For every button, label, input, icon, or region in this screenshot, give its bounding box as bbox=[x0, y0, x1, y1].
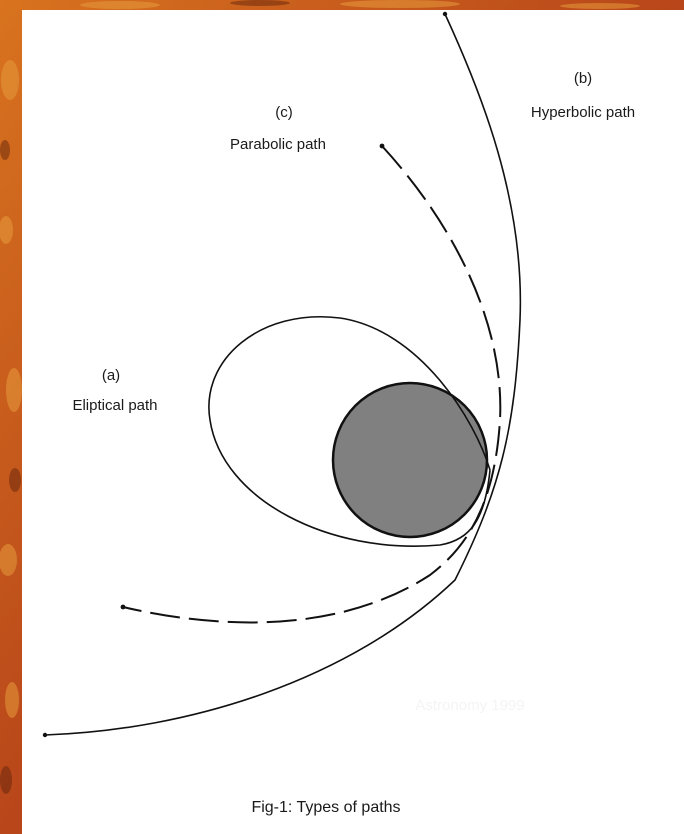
hyperbolic-path-end-dot bbox=[43, 733, 47, 737]
parabolic-path-start-dot bbox=[380, 144, 385, 149]
figure-caption: Fig-1: Types of paths bbox=[251, 799, 400, 816]
figure-panel: (b) Hyperbolic path (c) Parabolic path (… bbox=[22, 10, 684, 834]
planet bbox=[333, 383, 487, 537]
parabolic-label: Parabolic path bbox=[230, 136, 326, 153]
hyperbolic-label: Hyperbolic path bbox=[531, 104, 635, 121]
parabolic-path-end-dot bbox=[121, 605, 126, 610]
elliptical-label: Eliptical path bbox=[72, 397, 157, 414]
parabolic-letter: (c) bbox=[275, 104, 293, 121]
hyperbolic-path-start-dot bbox=[443, 12, 447, 16]
watermark: Astronomy 1999 bbox=[415, 697, 524, 714]
orbit-diagram: (b) Hyperbolic path (c) Parabolic path (… bbox=[22, 10, 684, 834]
hyperbolic-letter: (b) bbox=[574, 70, 592, 87]
elliptical-letter: (a) bbox=[102, 367, 120, 384]
